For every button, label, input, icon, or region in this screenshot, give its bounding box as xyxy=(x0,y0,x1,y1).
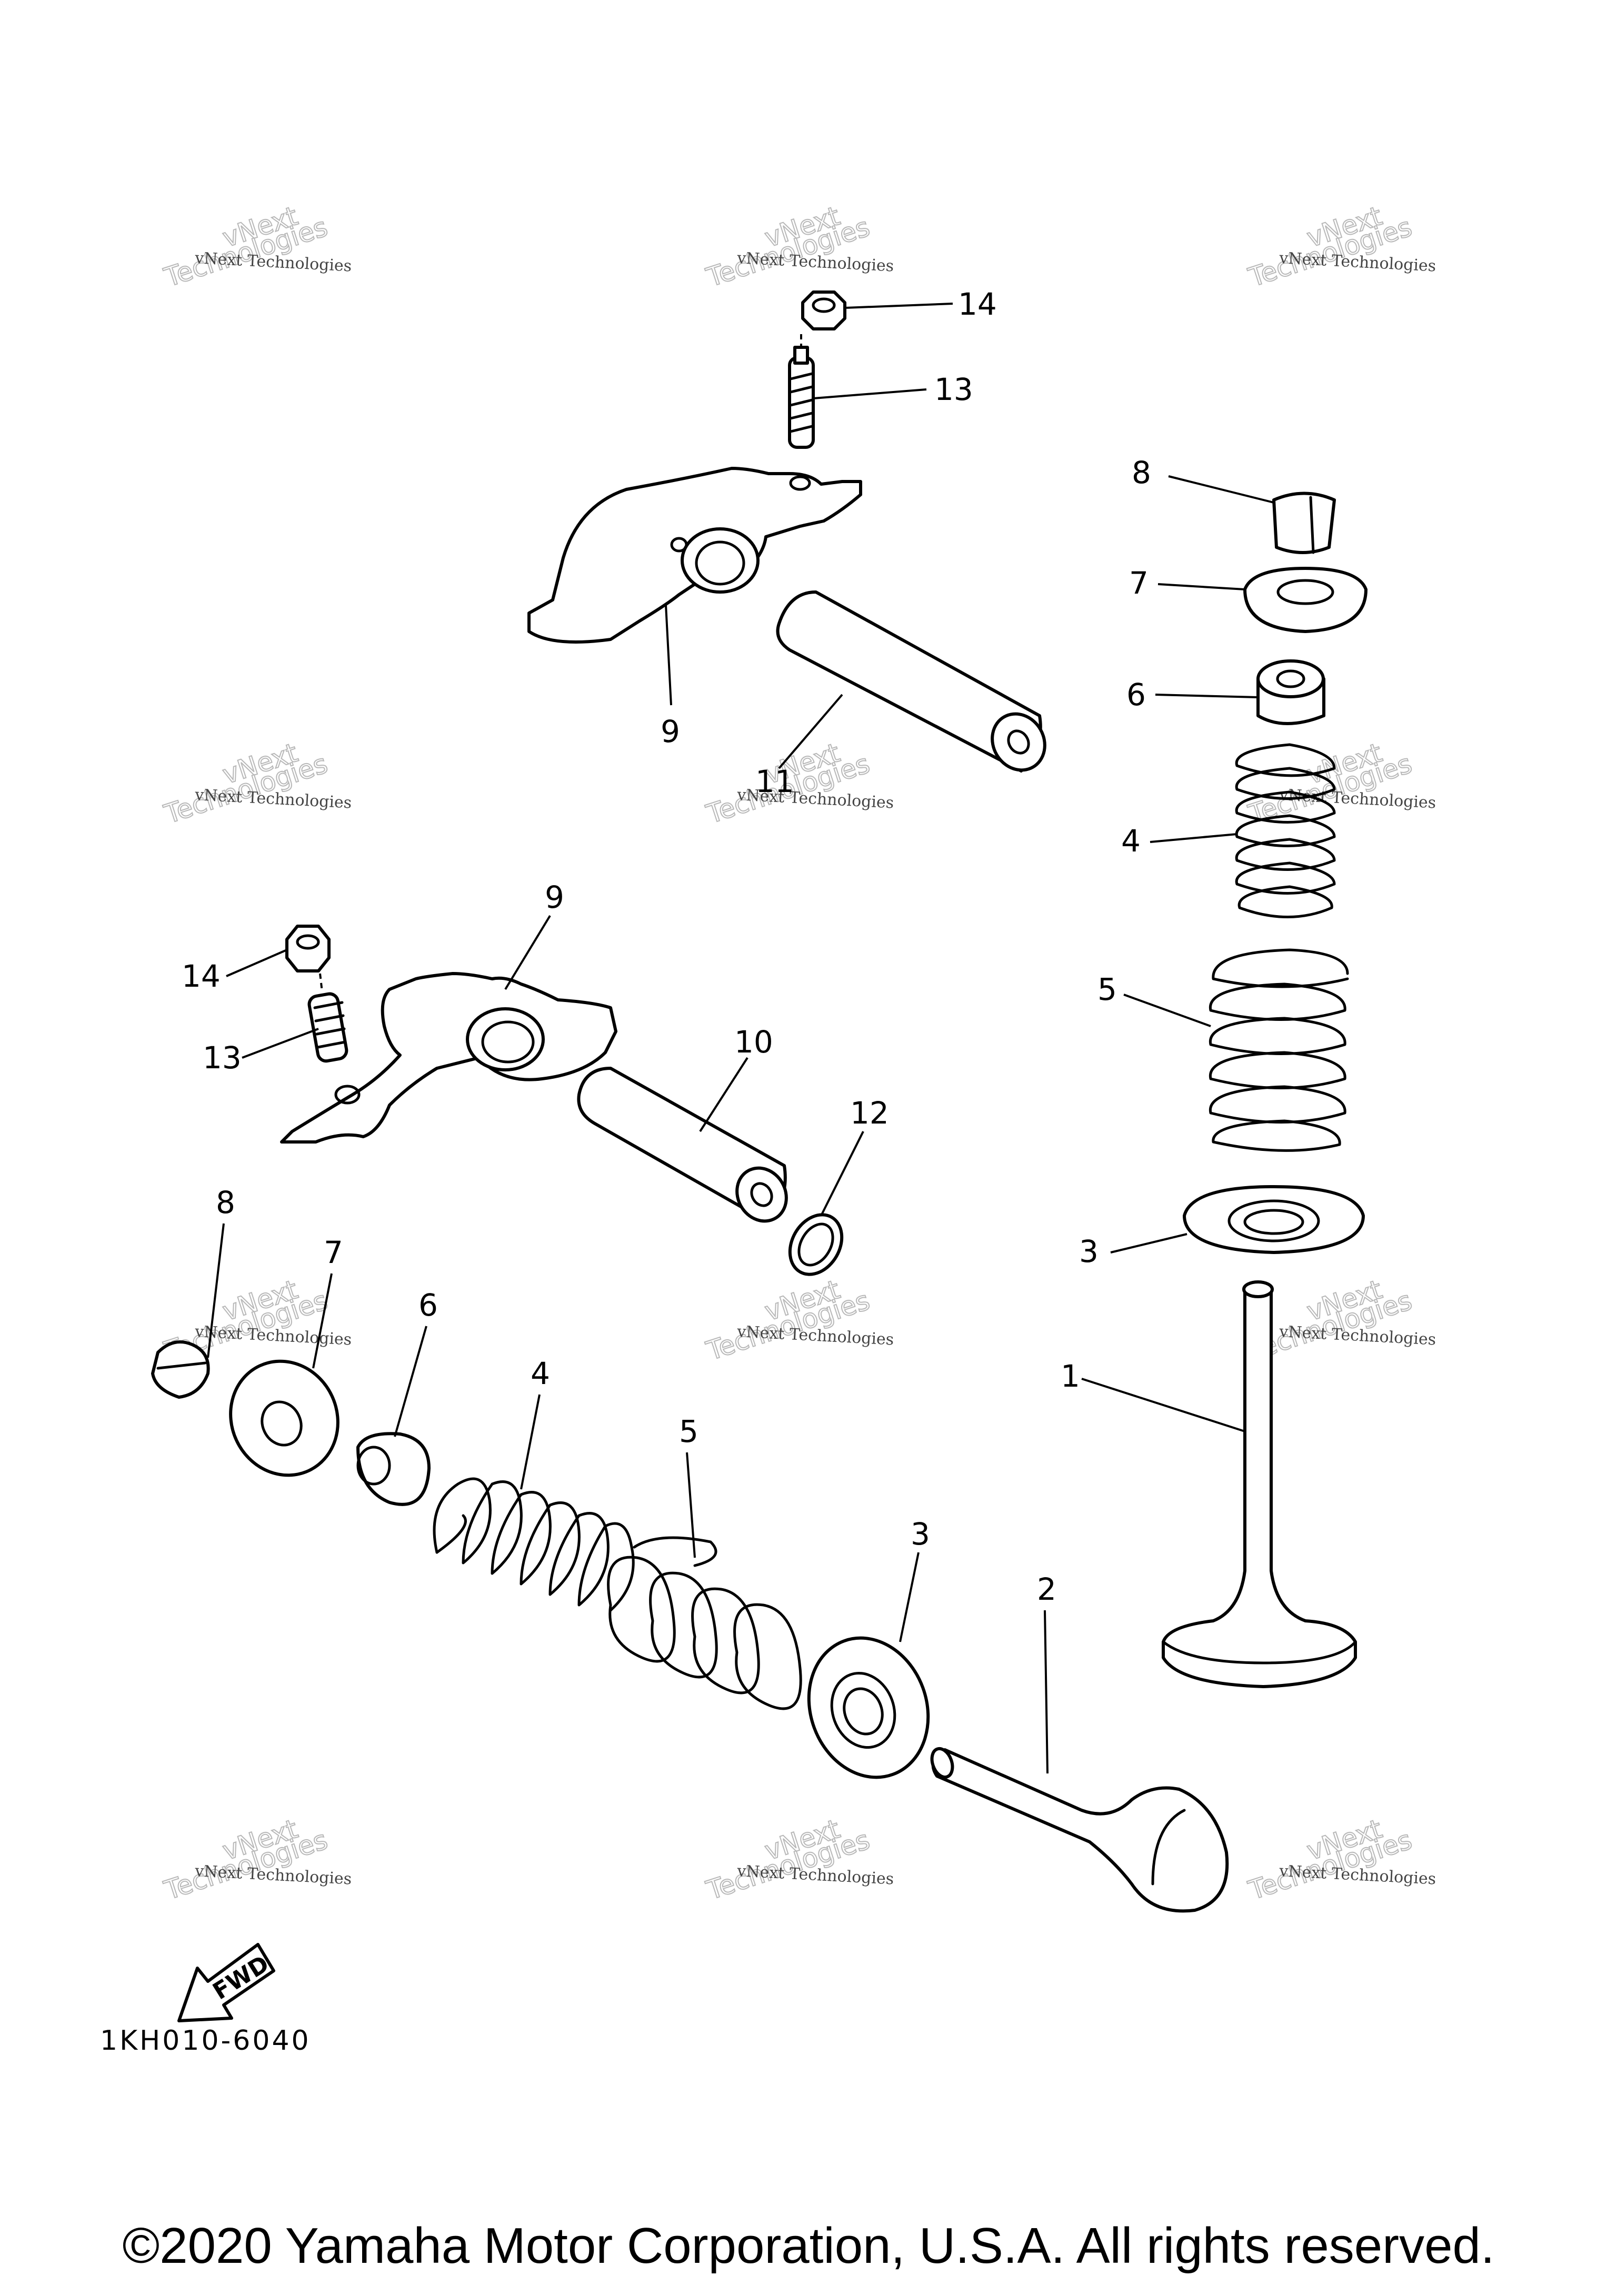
bottom-valve-stem-seal xyxy=(356,1432,431,1506)
bottom-spring-retainer xyxy=(229,1359,340,1477)
bottom-inner-spring xyxy=(433,1477,635,1612)
right-valve-stem-seal xyxy=(1256,659,1325,725)
callout-10: 10 xyxy=(734,1024,773,1060)
leader-lines xyxy=(207,303,1274,1774)
right-inner-spring xyxy=(1235,743,1336,918)
leader-5-right xyxy=(1123,994,1211,1027)
leader-8-right xyxy=(1168,475,1274,504)
leader-14-top xyxy=(844,303,953,309)
top-adjuster-screw xyxy=(788,334,815,449)
watermark-upper-right: vNext Technologies vNext Technologies xyxy=(1244,737,1436,830)
bottom-valve-cotter xyxy=(151,1340,210,1399)
callout-5-right: 5 xyxy=(1097,971,1117,1007)
leader-1 xyxy=(1081,1378,1245,1432)
callout-7-right: 7 xyxy=(1129,565,1149,601)
right-spring-retainer xyxy=(1243,567,1368,633)
callout-4-right: 4 xyxy=(1121,823,1141,859)
right-spring-seat xyxy=(1183,1185,1365,1254)
watermark-top-center: vNext Technologies vNext Technologies xyxy=(702,200,894,294)
callout-4-bot: 4 xyxy=(531,1356,550,1391)
bottom-outer-spring xyxy=(607,1536,802,1710)
mid-adjuster-screw xyxy=(307,973,348,1063)
leader-7-bot xyxy=(312,1273,333,1369)
leader-4-right xyxy=(1150,833,1237,843)
callout-8-right: 8 xyxy=(1132,455,1151,490)
mid-rocker-arm xyxy=(280,972,617,1144)
callout-14-mid: 14 xyxy=(182,958,221,994)
bottom-spring-seat xyxy=(807,1636,930,1779)
leader-14-mid xyxy=(226,949,287,977)
right-valve-cotter xyxy=(1272,492,1336,554)
watermark-lower-center: vNext Technologies vNext Technologies xyxy=(702,1274,894,1367)
top-rocker-shaft xyxy=(776,590,1046,773)
watermark-upper-center: vNext Technologies vNext Technologies xyxy=(702,737,894,830)
callout-1: 1 xyxy=(1061,1358,1080,1394)
watermark-bottom-left: vNext Technologies vNext Technologies xyxy=(160,1813,352,1907)
callout-13-top: 13 xyxy=(934,372,973,407)
leader-2 xyxy=(1044,1610,1049,1774)
leader-3-right xyxy=(1110,1233,1187,1254)
leader-4-bot xyxy=(520,1394,541,1490)
callout-12: 12 xyxy=(850,1095,889,1131)
callout-2: 2 xyxy=(1037,1571,1056,1607)
callout-11: 11 xyxy=(755,764,794,799)
diagram-code: 1KH010-6040 xyxy=(100,2025,311,2057)
callout-5-bot: 5 xyxy=(679,1413,698,1449)
watermark-top-left: vNext Technologies vNext Technologies xyxy=(160,200,352,294)
leader-3-bot xyxy=(899,1552,920,1642)
leader-13-top xyxy=(813,388,927,399)
right-valve xyxy=(1162,1280,1357,1688)
leader-8-bot xyxy=(207,1223,225,1358)
copyright-notice: ©2020 Yamaha Motor Corporation, U.S.A. A… xyxy=(122,2218,1494,2274)
callout-6-bot: 6 xyxy=(418,1287,438,1323)
top-rocker-nut xyxy=(801,290,846,330)
mid-rocker-nut xyxy=(285,925,331,972)
watermark-upper-left: vNext Technologies vNext Technologies xyxy=(160,737,352,830)
fwd-arrow-icon: FWD xyxy=(177,1943,275,2022)
top-rocker-arm xyxy=(527,467,862,644)
leader-9-top xyxy=(665,605,672,706)
leader-6-right xyxy=(1155,694,1259,698)
leader-10 xyxy=(699,1057,748,1132)
leader-6-bot xyxy=(394,1326,427,1437)
callout-8-bot: 8 xyxy=(216,1185,235,1220)
leader-7-right xyxy=(1157,583,1245,590)
callout-3-right: 3 xyxy=(1079,1234,1099,1269)
watermark-bottom-right: vNext Technologies vNext Technologies xyxy=(1244,1813,1436,1907)
callout-9-mid: 9 xyxy=(545,879,564,915)
leader-13-mid xyxy=(242,1028,319,1059)
bottom-valve xyxy=(930,1747,1229,1913)
callout-9-top: 9 xyxy=(661,714,680,749)
watermark-bottom-center: vNext Technologies vNext Technologies xyxy=(702,1813,894,1907)
o-ring xyxy=(788,1213,844,1276)
leader-9-mid xyxy=(504,915,551,990)
callout-14-top: 14 xyxy=(958,286,997,322)
leader-11 xyxy=(778,694,843,769)
callout-7-bot: 7 xyxy=(324,1235,343,1270)
leader-12 xyxy=(820,1131,864,1216)
right-outer-spring xyxy=(1209,948,1349,1152)
mid-rocker-shaft xyxy=(577,1067,788,1223)
callout-3-bot: 3 xyxy=(911,1516,930,1552)
callout-6-right: 6 xyxy=(1126,677,1146,713)
callout-numbers: 14 13 9 11 8 7 6 4 5 3 1 9 14 13 10 12 8… xyxy=(182,286,1151,1607)
leader-5-bot xyxy=(686,1452,696,1558)
callout-13-mid: 13 xyxy=(203,1040,242,1076)
watermark-top-right: vNext Technologies vNext Technologies xyxy=(1244,200,1436,294)
